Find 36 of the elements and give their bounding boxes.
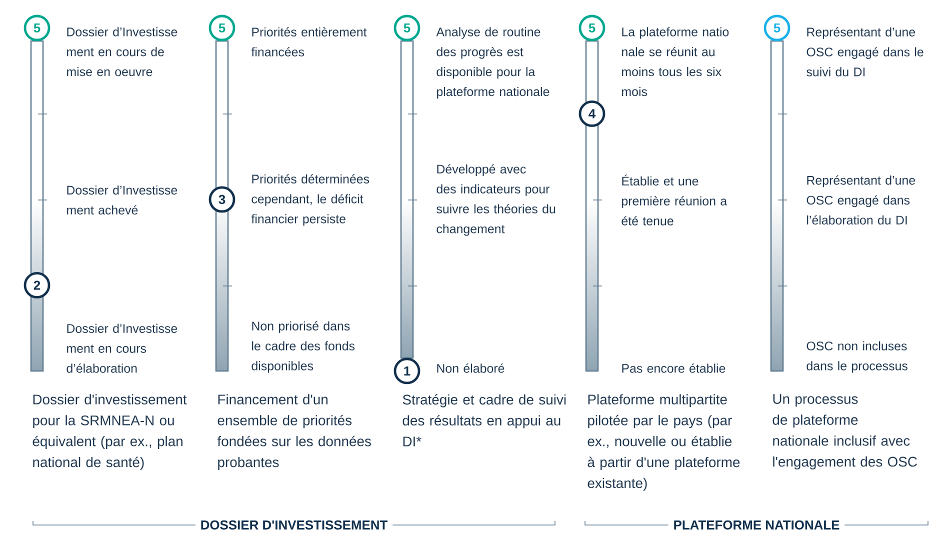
gauge-bar (30, 40, 48, 372)
column-heading: Stratégie et cadre de suivi des résultats en appui au DI* (402, 394, 566, 446)
column-heading: Financement d'un ensemble de priorités fondées sur les données probantes (217, 394, 371, 470)
level-description: Non élaboré (437, 364, 504, 373)
level-description: OSC non incluses dans le processus (806, 341, 908, 373)
level-description: Représentant d’une OSC engagé dans le suivi du DI (806, 27, 924, 76)
level-badge: 5 (208, 14, 236, 42)
level-description: Non priorisé dans le cadre des fonds disponibles (252, 321, 355, 373)
group-label: PLATEFORME NATIONALE (668, 519, 845, 531)
level-description: Pas encore établie (622, 364, 726, 373)
gauge-bar (215, 40, 232, 372)
gauge-bar (400, 40, 418, 359)
group-label: DOSSIER D'INVESTISSEMENT (195, 519, 393, 531)
level-description: Priorités déterminées cependant, le déficit financier persiste (251, 174, 370, 226)
level-badge: 5 (24, 14, 50, 42)
gauge-bar (585, 40, 602, 372)
level-description: Priorités entièrement financées (251, 27, 367, 56)
level-badge: 5 (764, 14, 790, 42)
level-description: Dossier d’Investisse ment en cours de mise en oeuvre (67, 27, 178, 76)
level-description: Dossier d’Investisse ment achevé (67, 185, 178, 215)
column-heading: Un processus de plateforme nationale inclusif avec l'engagement des OSC (772, 394, 917, 470)
level-badge: 1 (394, 358, 420, 384)
level-badge: 5 (394, 14, 420, 42)
level-description: Développé avec des indicateurs pour suivre les théories du changement (436, 164, 556, 236)
level-description: Analyse de routine des progrès est disponible pour la plateforme nationale (436, 27, 550, 99)
column-heading: Plateforme multipartite pilotée par le pays (par ex., nouvelle ou établie à partir d'une plateforme existante) (588, 394, 740, 491)
level-badge: 3 (208, 186, 236, 213)
column-heading: Dossier d'investissement pour la SRMNEA-N ou équivalent (par ex., plan national de santé) (32, 394, 187, 470)
level-badge: 5 (578, 14, 606, 42)
gauge-bar (770, 40, 788, 372)
level-description: Représentant d’une OSC engagé dans l’élaboration du DI (806, 175, 916, 225)
level-description: Établie et une première réunion a été tenue (622, 174, 728, 226)
level-badge: 2 (24, 272, 50, 298)
level-badge: 4 (578, 100, 606, 127)
level-description: Dossier d’Investisse ment en cours d’élaboration (66, 324, 178, 373)
level-description: La plateforme natio nale se réunit au moins tous les six mois (622, 27, 729, 96)
